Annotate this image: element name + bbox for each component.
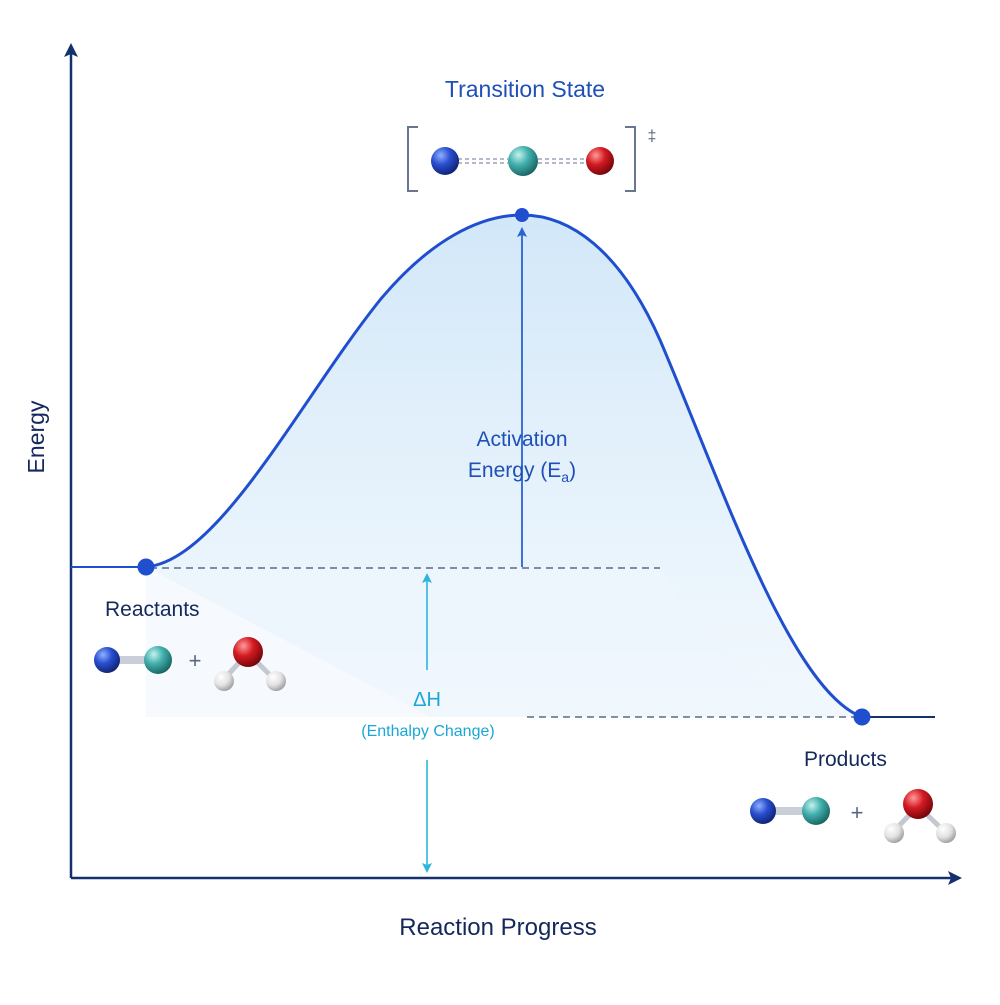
activation-energy-label-line1: Activation (476, 428, 567, 451)
activation-energy-label-line2: Energy (Ea) (468, 459, 576, 485)
ts-blue-atom (431, 147, 459, 175)
ts-teal-atom (508, 146, 538, 176)
product-point (853, 708, 871, 726)
reactants-label: Reactants (105, 598, 200, 621)
reactants-plus-sign: + (189, 648, 202, 673)
reactant-point (137, 558, 155, 576)
enthalpy-symbol: ΔH (413, 689, 441, 711)
ts-red-atom (586, 147, 614, 175)
transition-state-bracket (407, 126, 636, 192)
enthalpy-caption: (Enthalpy Change) (361, 723, 494, 740)
reactant-water-molecule (214, 637, 286, 691)
reactant-diatomic-molecule (94, 646, 172, 674)
product-diatomic-molecule (750, 797, 830, 825)
products-label: Products (804, 748, 887, 771)
transition-state-molecule (431, 146, 614, 176)
transition-point (515, 208, 529, 222)
products-plus-sign: + (851, 800, 864, 825)
double-dagger-symbol: ‡ (648, 128, 657, 145)
product-water-molecule (884, 789, 956, 843)
x-axis-label: Reaction Progress (399, 914, 596, 941)
lower-area-fill (146, 567, 862, 717)
transition-state-title: Transition State (445, 76, 605, 102)
y-axis-label: Energy (23, 400, 49, 473)
